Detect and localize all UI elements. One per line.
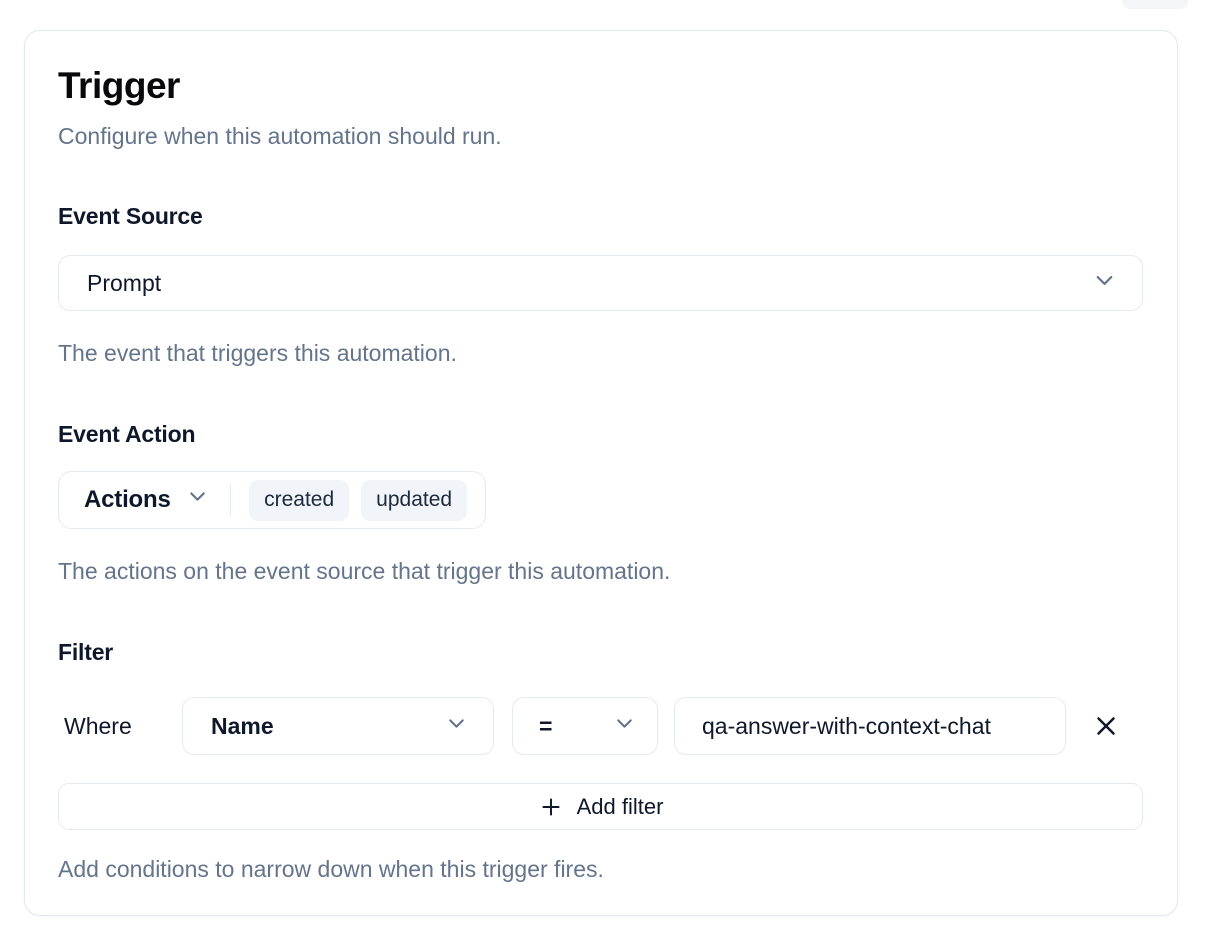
event-action-dropdown-label: Actions: [84, 486, 171, 514]
filter-field-value: Name: [211, 712, 274, 739]
event-source-value: Prompt: [87, 269, 162, 296]
event-source-select[interactable]: Prompt: [58, 255, 1143, 312]
page-subtitle: Configure when this automation should ru…: [58, 122, 502, 149]
partial-top-right-element: [1122, 0, 1188, 9]
chevron-down-icon: [1091, 267, 1118, 300]
plus-icon: [538, 794, 564, 820]
add-filter-label: Add filter: [576, 793, 664, 819]
page-title: Trigger: [58, 65, 180, 106]
remove-filter-button[interactable]: [1084, 704, 1128, 748]
filter-label: Filter: [58, 639, 114, 666]
event-source-section: Event Source Prompt The event that trigg…: [58, 203, 1143, 369]
filter-operator-select[interactable]: =: [512, 697, 658, 756]
filter-section: Filter Where Name =: [58, 639, 1143, 885]
close-icon: [1091, 711, 1121, 741]
action-badge-updated[interactable]: updated: [361, 479, 468, 521]
filter-row: Where Name =: [58, 697, 1143, 756]
event-source-helper: The event that triggers this automation.: [58, 340, 457, 367]
filter-operator-value: =: [539, 712, 553, 739]
event-source-label: Event Source: [58, 203, 203, 230]
action-badge-created[interactable]: created: [249, 479, 350, 521]
chevron-down-icon: [444, 711, 469, 742]
event-action-section: Event Action Actions created updated The…: [58, 421, 1143, 587]
filter-field-select[interactable]: Name: [182, 697, 494, 756]
chevron-down-icon: [185, 484, 210, 516]
filter-helper: Add conditions to narrow down when this …: [58, 856, 604, 883]
vertical-divider: [229, 485, 232, 516]
filter-value-input[interactable]: [674, 697, 1066, 756]
event-action-label: Event Action: [58, 421, 196, 448]
event-action-control: Actions created updated: [58, 471, 487, 530]
chevron-down-icon: [612, 711, 637, 742]
add-filter-button[interactable]: Add filter: [58, 783, 1143, 831]
event-action-helper: The actions on the event source that tri…: [58, 558, 671, 585]
event-action-dropdown[interactable]: Actions: [84, 484, 210, 516]
trigger-card: Trigger Configure when this automation s…: [24, 30, 1178, 916]
where-label: Where: [64, 712, 132, 739]
